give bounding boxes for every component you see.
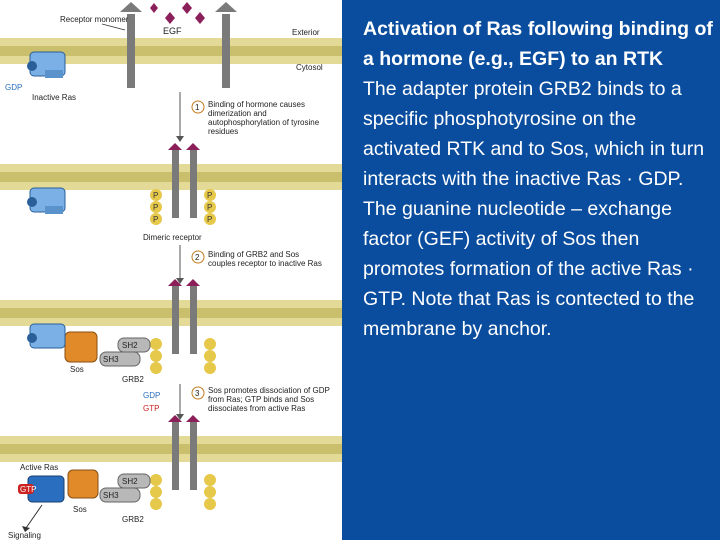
gtp-badge: GTP	[20, 485, 36, 494]
sos-3	[64, 331, 98, 363]
caption-text-block: Activation of Ras following binding of a…	[363, 14, 713, 344]
grb2-label-3: GRB2	[122, 375, 144, 384]
dimeric-receptor-label: Dimeric receptor	[143, 233, 202, 242]
inactive-ras-label: Inactive Ras	[32, 93, 76, 102]
step1-text: Binding of hormone causes dimerization a…	[208, 100, 320, 136]
active-ras-label: Active Ras	[20, 463, 58, 472]
dimeric-receptor-3	[168, 279, 200, 354]
sos-4	[67, 469, 99, 499]
exterior-label: Exterior	[292, 28, 320, 37]
p-4: P	[207, 191, 212, 200]
ras-activation-diagram: Receptor monomer EGF Exterior Cytosol GD…	[0, 2, 342, 540]
p-5: P	[207, 203, 212, 212]
gdp-label-3: GDP	[143, 391, 160, 400]
grb2-4	[99, 473, 151, 503]
membrane-panel-4	[0, 436, 342, 462]
receptor-monomers	[120, 2, 237, 88]
phosphates-2: P P P P P P	[150, 189, 216, 225]
step1-number: 1	[195, 103, 200, 112]
sos-label-4: Sos	[73, 505, 87, 514]
arrow-step2	[176, 278, 184, 284]
step3-text: Sos promotes dissociation of GDP from Ra…	[208, 386, 330, 413]
arrow-step1	[176, 136, 184, 142]
signaling-arrow	[22, 526, 30, 532]
grb2-3	[99, 337, 151, 367]
step3-marker	[191, 386, 205, 400]
receptor-monomer-label: Receptor monomer	[60, 15, 129, 24]
egf-label: EGF	[163, 26, 182, 36]
p-6: P	[207, 215, 212, 224]
sh2-label-4: SH2	[122, 477, 138, 486]
signaling-label: Signaling	[8, 531, 41, 540]
step2-marker	[191, 250, 205, 264]
grb2-label-4: GRB2	[122, 515, 144, 524]
active-ras-4	[18, 475, 65, 503]
membrane-panel-3	[0, 300, 342, 326]
sos-label-3: Sos	[70, 365, 84, 374]
p-1: P	[153, 191, 158, 200]
step1-marker	[191, 100, 205, 114]
sh3-label-3: SH3	[103, 355, 119, 364]
ras-activation-figure: Receptor monomer EGF Exterior Cytosol GD…	[0, 0, 342, 540]
sh3-label-4: SH3	[103, 491, 119, 500]
inactive-ras-3	[27, 323, 66, 349]
egf-ligands	[150, 2, 205, 24]
arrow-step3	[176, 414, 184, 420]
sh2-label-3: SH2	[122, 341, 138, 350]
dimeric-receptor-2	[168, 143, 200, 218]
caption-title: Activation of Ras following binding of a…	[363, 18, 713, 70]
step3-number: 3	[195, 389, 200, 398]
step2-text: Binding of GRB2 and Sos couples receptor…	[208, 250, 322, 268]
cytosol-label: Cytosol	[296, 63, 323, 72]
membrane-panel-2	[0, 164, 342, 190]
caption-body: The adapter protein GRB2 binds to a spec…	[363, 78, 705, 340]
inactive-ras-2	[27, 187, 66, 214]
p-2: P	[153, 203, 158, 212]
gdp-label-1: GDP	[5, 83, 22, 92]
dimeric-receptor-4	[168, 415, 200, 490]
phosphates-4	[150, 474, 216, 510]
inactive-ras-1	[27, 51, 66, 78]
phosphates-3	[150, 338, 216, 374]
gtp-label-3: GTP	[143, 404, 159, 413]
p-3: P	[153, 215, 158, 224]
step2-number: 2	[195, 253, 200, 262]
membrane-panel-1	[0, 38, 342, 64]
